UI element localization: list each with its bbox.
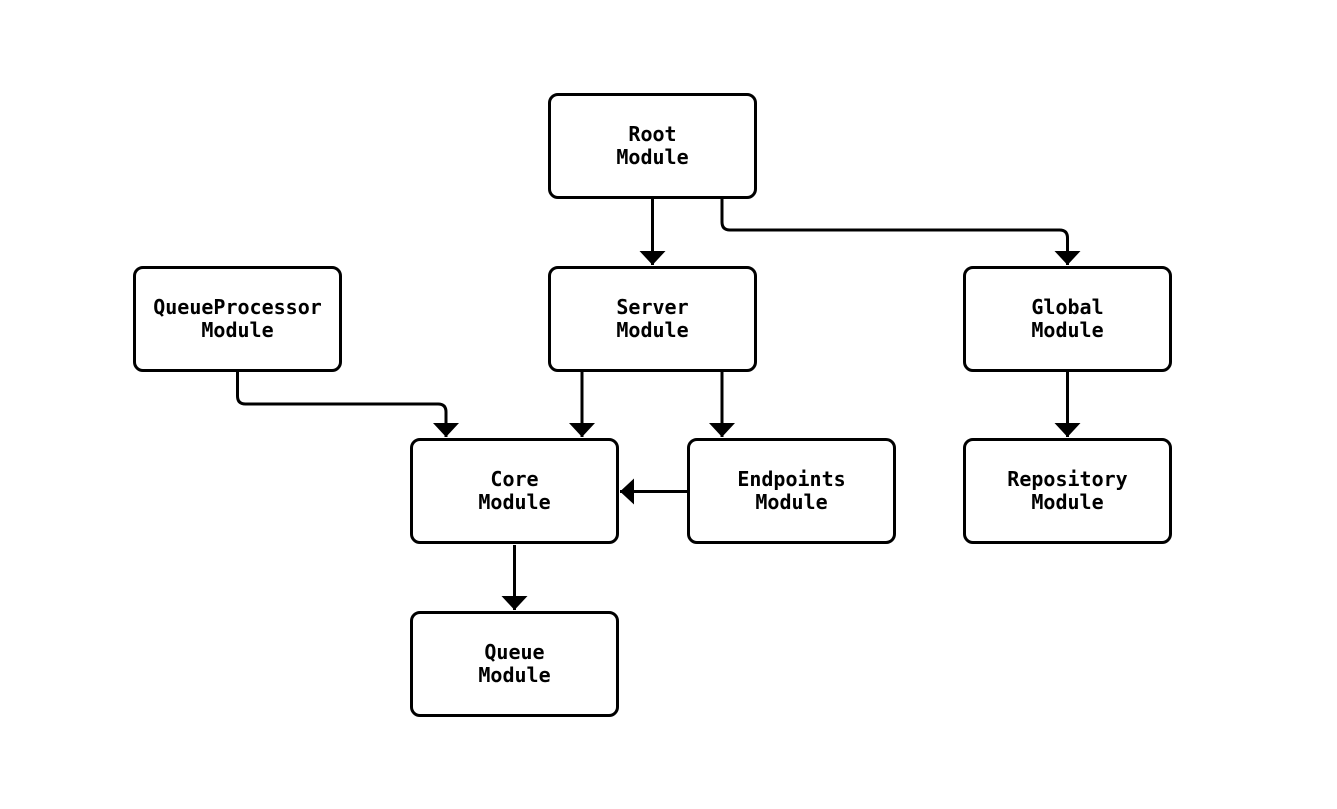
edge-queueprocessor-to-core: [236, 372, 459, 437]
node-root-module-label: Root Module: [616, 122, 689, 169]
node-repository-module-label: Repository Module: [1007, 467, 1128, 514]
node-global-module: Global Module: [963, 266, 1172, 372]
node-endpoints-module: Endpoints Module: [687, 438, 896, 544]
node-queueprocessor-module-label: QueueProcessor Module: [153, 295, 322, 342]
node-endpoints-module-label: Endpoints Module: [737, 467, 846, 514]
node-global-module-label: Global Module: [1031, 295, 1104, 342]
node-server-module-label: Server Module: [616, 295, 689, 342]
node-core-module-label: Core Module: [478, 467, 551, 514]
node-server-module: Server Module: [548, 266, 757, 372]
node-repository-module: Repository Module: [963, 438, 1172, 544]
node-queue-module-label: Queue Module: [478, 640, 551, 687]
node-core-module: Core Module: [410, 438, 619, 544]
node-queueprocessor-module: QueueProcessor Module: [133, 266, 342, 372]
node-queue-module: Queue Module: [410, 611, 619, 717]
node-root-module: Root Module: [548, 93, 757, 199]
edge-root-to-global: [720, 198, 1081, 265]
